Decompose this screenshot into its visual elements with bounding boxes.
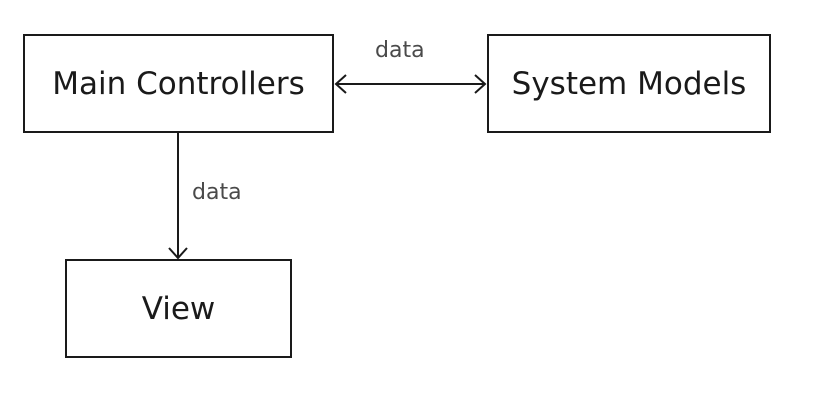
arrowhead-right-icon <box>474 74 487 94</box>
main-controllers-label: Main Controllers <box>52 65 305 102</box>
view-node: View <box>65 259 292 358</box>
system-models-node: System Models <box>487 34 771 133</box>
arrowhead-down-icon <box>168 247 188 260</box>
system-models-label: System Models <box>511 65 747 102</box>
edge-label-controllers-models: data <box>375 38 425 63</box>
main-controllers-node: Main Controllers <box>23 34 334 133</box>
view-label: View <box>141 290 216 327</box>
arrowhead-left-icon <box>334 74 347 94</box>
edge-label-controllers-view: data <box>192 180 242 205</box>
